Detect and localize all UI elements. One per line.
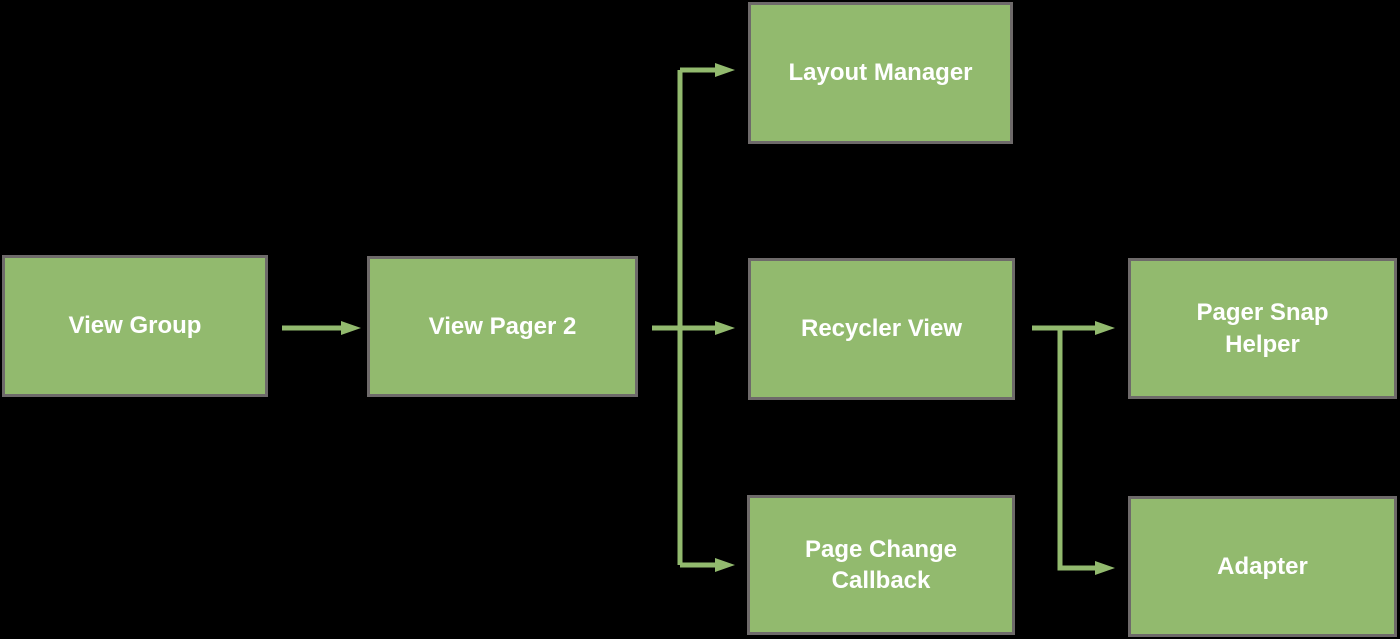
edge-view-pager-2-to-page-change-callback [680, 558, 735, 572]
node-layout-manager-label: Layout Manager [788, 59, 973, 87]
edge-view-pager-2-to-layout-manager [680, 63, 735, 77]
node-pager-snap-helper: Pager Snap Helper [1128, 258, 1397, 399]
edge-recycler-view-to-pager-snap-helper [1032, 321, 1115, 335]
node-adapter-label: Adapter [1217, 552, 1308, 580]
edge-recycler-view-to-adapter [1057, 328, 1115, 575]
node-view-pager-2-label: View Pager 2 [428, 312, 577, 340]
node-view-pager-2: View Pager 2 [367, 256, 638, 397]
node-recycler-view: Recycler View [748, 258, 1015, 400]
edge-view-pager-2-branch-trunk [652, 70, 683, 565]
node-recycler-view-label: Recycler View [800, 315, 962, 343]
node-page-change-callback: Page Change Callback [747, 495, 1015, 635]
node-pager-snap-helper-label: Pager Snap Helper [1196, 299, 1329, 358]
node-layout-manager: Layout Manager [748, 2, 1013, 144]
node-adapter: Adapter [1128, 496, 1397, 637]
edge-view-group-to-view-pager-2 [282, 321, 361, 335]
edge-view-pager-2-to-recycler-view [680, 321, 735, 335]
node-view-group-label: View Group [68, 312, 202, 340]
node-page-change-callback-label: Page Change Callback [804, 535, 958, 594]
node-view-group: View Group [2, 255, 268, 397]
